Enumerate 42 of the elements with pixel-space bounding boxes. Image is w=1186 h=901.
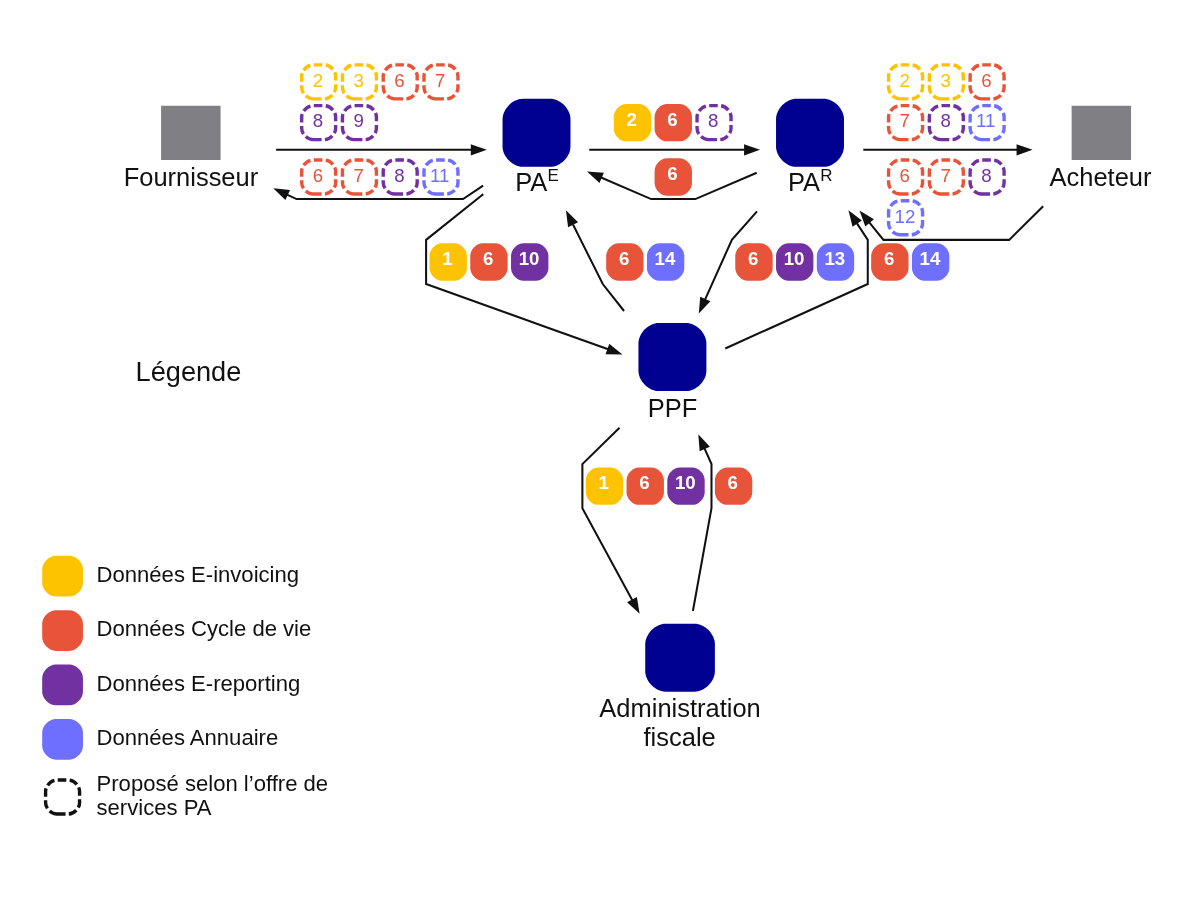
legend-label: Données Cycle de vie [96,616,312,642]
legend-label: Données E-reporting [96,670,301,696]
arrow [273,184,484,201]
node-label: PPF [647,393,698,422]
arrow [863,144,1033,156]
edge-label: 1 6 10 [598,472,696,494]
legend-label: Proposé selon l’offre de services PA [96,770,329,820]
node-label: PA$^{R}$ [787,166,833,196]
arrow [587,171,758,201]
arrow [691,434,713,612]
edge-label: 1 6 10 [442,248,540,269]
node-box [502,98,571,167]
arrow [565,210,625,312]
arrow [859,205,1044,241]
node-label: PA$^{E}$ [515,166,559,196]
legend-label: Données Annuaire [96,725,279,751]
label: Légende [135,355,242,387]
edge-label: 6 [667,163,678,185]
node-label: Acheteur [1049,162,1152,191]
node-box [645,623,715,692]
arrow [589,144,761,156]
arrow [425,193,623,355]
arrow [581,426,640,614]
legend-label: Données E-invoicing [96,561,300,587]
edge-label: 2 3 6 7 8 11 [899,69,996,132]
node-box [776,98,844,167]
arrow [276,144,487,156]
edge-label: 2 3 6 7 8 9 [312,69,446,132]
arrow [724,210,869,350]
edge-label: 6 14 [618,248,676,269]
node-box [638,323,707,392]
node-box [161,105,221,160]
node-label: Fournisseur [123,162,259,191]
edge-label: 6 7 8 11 [312,164,450,186]
edge-label: 6 14 [883,248,941,269]
arrow [698,210,758,314]
edge-label: 6 7 8 12 [894,164,992,227]
edge-label: 6 [727,472,739,494]
node-label: Administration fiscale [599,694,761,752]
edge-label: 2 6 8 [626,108,719,132]
node-box [1071,105,1132,160]
edge-label: 6 10 13 [748,248,846,269]
